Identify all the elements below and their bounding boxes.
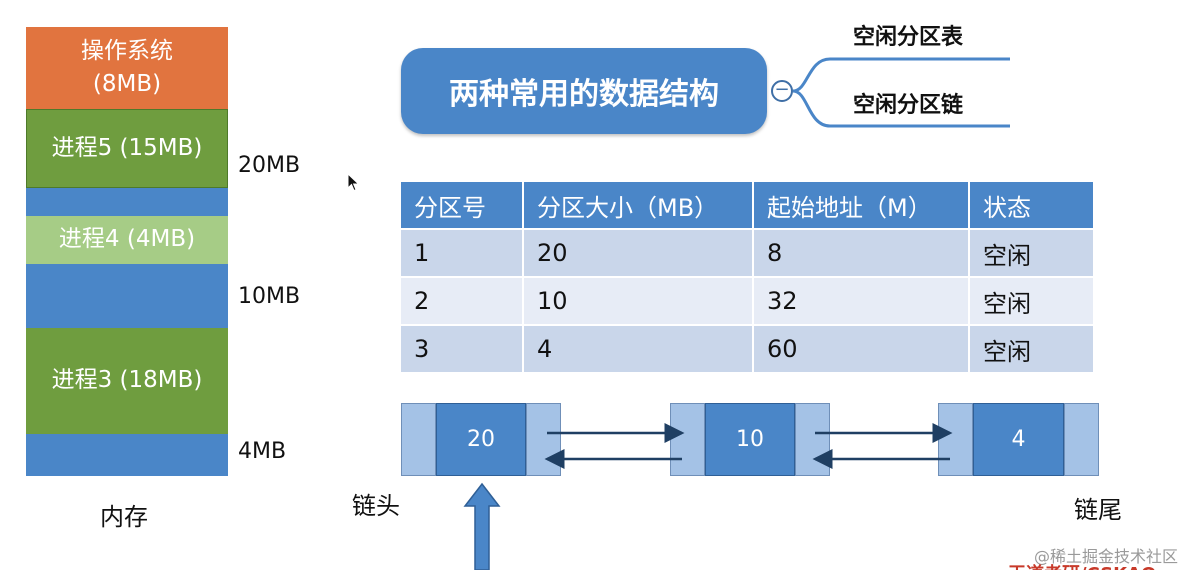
table-cell: 空闲 [969,276,1093,325]
table-cell: 8 [753,228,970,277]
table-row: 3 4 60 空闲 [401,324,1093,372]
memory-block-os-label: 操作系统 (8MB) [81,37,173,97]
list-head-label: 链头 [352,492,400,520]
memory-caption: 内存 [100,503,148,531]
list-tail-label: 链尾 [1074,496,1122,524]
mindmap-branch-free-partition-table: 空闲分区表 [853,25,964,50]
table-header-cell: 分区号 [401,182,524,229]
node-value: 10 [705,403,795,476]
free-size-label: 10MB [238,284,301,309]
memory-free-block-20mb [26,188,228,216]
table-row: 2 10 32 空闲 [401,276,1093,325]
memory-block-process3-label: 进程3 (18MB) [51,367,203,394]
table-header-cell: 分区大小（MB） [523,182,754,229]
table-cell: 60 [753,324,970,372]
free-partition-table: 分区号 分区大小（MB） 起始地址（M） 状态 1 20 8 空闲 2 10 3… [401,182,1093,372]
table-cell: 1 [401,228,524,277]
free-size-label: 4MB [238,439,287,464]
mindmap-root-node: 两种常用的数据结构 [401,48,767,134]
table-cell: 20 [523,228,754,277]
table-cell: 10 [523,276,754,325]
mindmap-root-label: 两种常用的数据结构 [449,77,719,112]
memory-block-process3: 进程3 (18MB) [26,328,228,434]
table-cell: 32 [753,276,970,325]
free-size-label: 20MB [238,153,301,178]
list-link-arrows [544,423,953,469]
watermark: @稀土掘金技术社区 [1034,547,1179,566]
table-cell: 空闲 [969,324,1093,372]
list-node: 20 [401,403,561,476]
memory-block-os: 操作系统 (8MB) [26,27,228,109]
memory-block-process5-label: 进程5 (15MB) [51,134,203,161]
watermark-partial: 王道考研/CSKAO [1008,560,1156,570]
collapse-symbol: − [774,79,790,100]
memory-block-process4-label: 进程4 (4MB) [58,226,196,253]
mindmap-branch-free-partition-chain: 空闲分区链 [853,93,964,118]
table-cell: 3 [401,324,524,372]
memory-block-process5: 进程5 (15MB) [26,109,228,188]
table-cell: 4 [523,324,754,372]
table-row: 1 20 8 空闲 [401,228,1093,277]
node-value: 4 [973,403,1064,476]
mouse-cursor-icon [347,173,360,192]
table-cell: 空闲 [969,228,1093,277]
table-header-row: 分区号 分区大小（MB） 起始地址（M） 状态 [401,182,1093,229]
mindmap-collapse-icon[interactable]: − [771,80,793,102]
list-node: 10 [670,403,830,476]
memory-block-process4: 进程4 (4MB) [26,216,228,264]
memory-free-block-10mb [26,264,228,328]
table-header-cell: 起始地址（M） [753,182,970,229]
node-next-pointer [1064,403,1099,476]
node-value: 20 [436,403,526,476]
node-next-pointer [526,403,561,476]
table-cell: 2 [401,276,524,325]
node-prev-pointer [401,403,436,476]
table-header-cell: 状态 [969,182,1093,229]
mindmap-branch-connectors [792,57,1010,128]
head-pointer-arrow-icon [463,482,501,570]
memory-free-block-4mb [26,434,228,476]
